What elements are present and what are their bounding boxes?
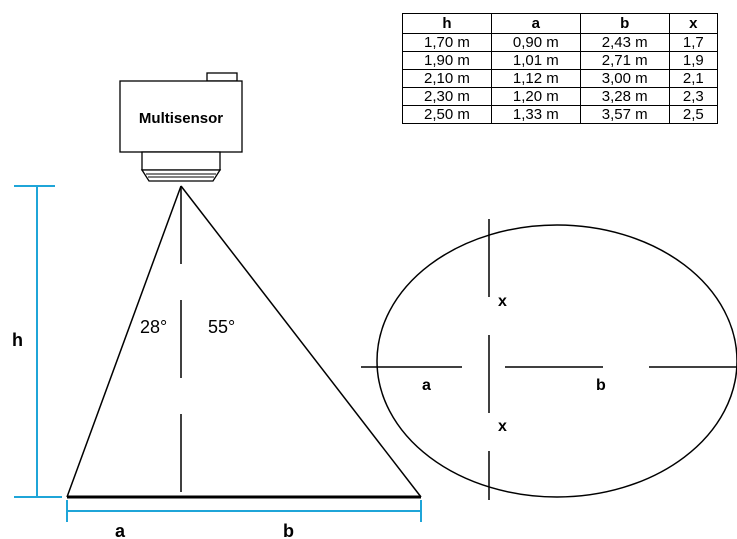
cell-a: 1,12 m [490, 69, 581, 88]
x-bottom-label: x [498, 418, 507, 435]
ellipse-a-label: a [422, 377, 431, 394]
height-dimension [14, 185, 62, 498]
cell-h: 1,90 m [402, 51, 492, 70]
angle-right-label: 55° [208, 317, 235, 337]
cell-h: 2,50 m [402, 105, 492, 124]
cell-a: 1,20 m [490, 87, 581, 106]
cell-a: 1,01 m [490, 51, 581, 70]
header-b: b [579, 13, 670, 34]
coverage-ellipse [361, 219, 737, 500]
table-row: 1,90 m 1,01 m 2,71 m 1,9 [402, 51, 719, 70]
height-label: h [12, 330, 23, 350]
sensor-lens [140, 169, 222, 182]
cell-a: 0,90 m [490, 33, 581, 52]
a-dimension-label: a [115, 521, 126, 539]
b-dimension-label: b [283, 521, 294, 539]
cell-h: 2,10 m [402, 69, 492, 88]
cell-x: 2,1 [668, 69, 719, 88]
cell-a: 1,33 m [490, 105, 581, 124]
table-row: 2,10 m 1,12 m 3,00 m 2,1 [402, 69, 719, 88]
cell-x: 2,3 [668, 87, 719, 106]
cell-b: 3,28 m [579, 87, 670, 106]
angle-left-label: 28° [140, 317, 167, 337]
table-row: 1,70 m 0,90 m 2,43 m 1,7 [402, 33, 719, 52]
header-h: h [402, 13, 492, 34]
cell-x: 2,5 [668, 105, 719, 124]
width-dimension [66, 500, 422, 522]
cell-b: 3,57 m [579, 105, 670, 124]
header-a: a [490, 13, 581, 34]
cell-x: 1,7 [668, 33, 719, 52]
table-header-row: h a b x [402, 13, 719, 34]
multisensor-device: Multisensor [119, 72, 243, 182]
table-row: 2,30 m 1,20 m 3,28 m 2,3 [402, 87, 719, 106]
x-top-label: x [498, 293, 507, 310]
detection-cone [66, 185, 422, 525]
cell-h: 1,70 m [402, 33, 492, 52]
table-row: 2,50 m 1,33 m 3,57 m 2,5 [402, 105, 719, 124]
cell-h: 2,30 m [402, 87, 492, 106]
cell-b: 3,00 m [579, 69, 670, 88]
cell-b: 2,71 m [579, 51, 670, 70]
cell-b: 2,43 m [579, 33, 670, 52]
header-x: x [668, 13, 719, 34]
cell-x: 1,9 [668, 51, 719, 70]
dimensions-table: h a b x 1,70 m 0,90 m 2,43 m 1,7 1,90 m … [402, 13, 719, 124]
ellipse-b-label: b [596, 377, 606, 394]
sensor-label: Multisensor [139, 110, 223, 127]
